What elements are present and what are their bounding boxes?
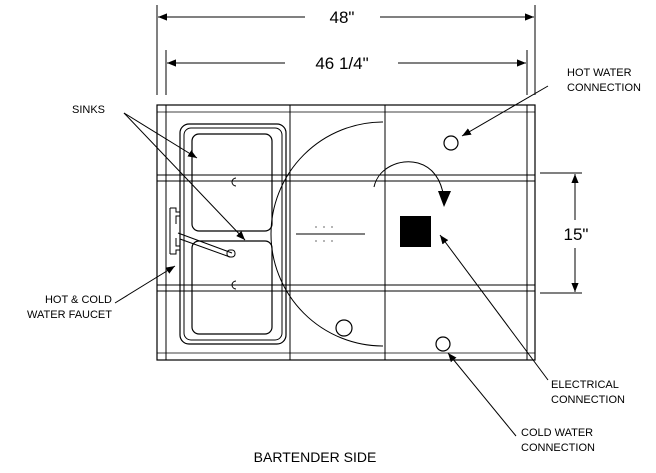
cold-water-leader xyxy=(447,352,517,437)
sink-unit xyxy=(169,123,287,345)
dot-mark xyxy=(331,226,333,228)
dot-mark xyxy=(315,226,317,228)
drain-icon-back xyxy=(231,177,237,187)
center-drain-circle xyxy=(335,319,353,337)
electrical-label-line1: ELECTRICAL xyxy=(551,379,619,391)
faucet-leader xyxy=(114,265,176,304)
dot-mark xyxy=(323,240,325,242)
depth-label: 15" xyxy=(564,225,589,244)
dot-mark xyxy=(331,240,333,242)
hot-water-connection-circle xyxy=(443,135,459,151)
cold-water-label-line2: CONNECTION xyxy=(521,442,595,454)
hot-water-label-line2: CONNECTION xyxy=(567,82,641,94)
faucet-cold-valve xyxy=(170,238,181,255)
electrical-connection-box xyxy=(400,216,431,247)
sinks-label: SINKS xyxy=(72,104,105,116)
faucet-spout-tip xyxy=(226,249,236,258)
counter-body xyxy=(156,104,536,361)
electrical-label-line2: CONNECTION xyxy=(551,394,625,406)
inner-width-label: 46 1/4" xyxy=(315,54,368,73)
dotted-marks xyxy=(315,226,333,242)
center-section xyxy=(270,121,384,347)
bartender-side-label: BARTENDER SIDE xyxy=(254,449,377,465)
counter-outline xyxy=(156,104,536,361)
sink-basin-front xyxy=(191,240,273,335)
right-section xyxy=(373,135,459,352)
callout-leaders xyxy=(114,85,549,437)
depth-dimension: 15" xyxy=(540,172,589,294)
rotation-arrow-arc xyxy=(373,161,445,199)
sink-basin-back xyxy=(191,133,273,232)
faucet-label-line1: HOT & COLD xyxy=(45,294,112,306)
sinks-leader-front xyxy=(123,112,246,241)
overall-width-dimension: 48" xyxy=(156,5,536,95)
faucet-spout xyxy=(177,232,233,258)
cold-water-connection-circle xyxy=(435,336,451,352)
overall-width-label: 48" xyxy=(330,8,355,27)
electrical-leader xyxy=(439,234,549,381)
hot-water-label-line1: HOT WATER xyxy=(567,67,632,79)
inner-width-dimension: 46 1/4" xyxy=(165,50,528,95)
door-swing-arc xyxy=(270,121,384,347)
cold-water-label-line1: COLD WATER xyxy=(521,427,593,439)
sink-unit-inner-rim xyxy=(183,127,283,341)
faucet-hot-valve xyxy=(170,207,181,224)
faucet-label-line2: WATER FAUCET xyxy=(27,309,112,321)
drain-icon-front xyxy=(231,280,237,290)
sinks-leader-back xyxy=(123,112,198,159)
hot-water-leader xyxy=(461,85,549,137)
dot-mark xyxy=(323,226,325,228)
dot-mark xyxy=(315,240,317,242)
rotation-arrowhead-icon xyxy=(438,191,451,207)
